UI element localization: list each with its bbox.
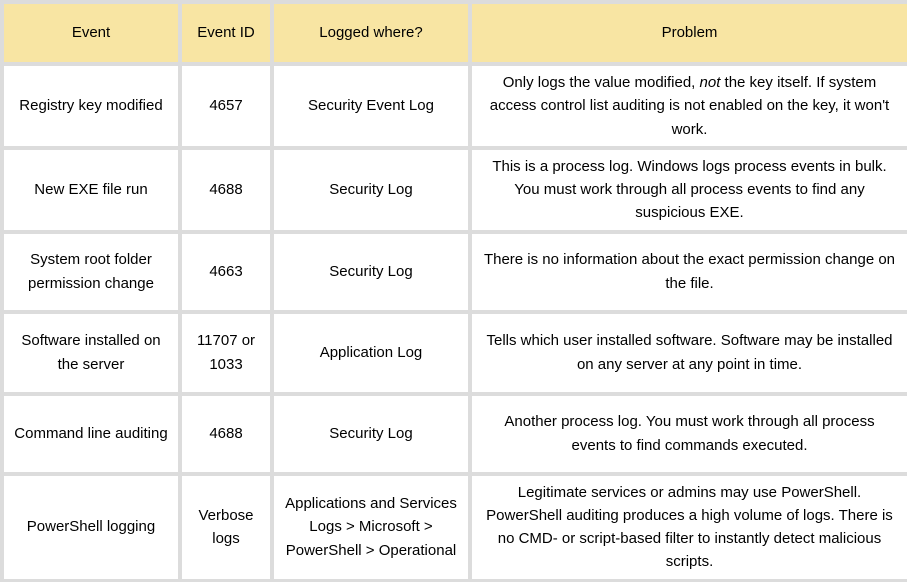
event-id-cell: 4657 xyxy=(178,62,274,150)
problem-cell: There is no information about the exact … xyxy=(468,229,907,314)
event-cell: New EXE file run xyxy=(0,145,182,234)
table-header: Event Event ID Logged where? Problem xyxy=(0,0,907,66)
logged-where-cell: Security Log xyxy=(270,229,472,314)
problem-text-italic: not xyxy=(699,74,721,91)
problem-cell: Tells which user installed software. Sof… xyxy=(468,309,907,396)
event-cell: PowerShell logging xyxy=(0,471,182,582)
problem-text: the key itself. If system access control… xyxy=(489,74,890,138)
problem-text: There is no information about the exact … xyxy=(483,251,896,292)
logged-where-cell: Applications and Services Logs > Microso… xyxy=(270,471,472,582)
problem-text: Legitimate services or admins may use Po… xyxy=(486,483,893,571)
problem-text: This is a process log. Windows logs proc… xyxy=(492,157,887,222)
column-header-logged-where: Logged where? xyxy=(270,0,472,66)
logged-where-cell: Security Event Log xyxy=(270,62,472,150)
event-id-cell: 4688 xyxy=(178,391,274,476)
logged-where-cell: Application Log xyxy=(270,309,472,396)
event-cell: Registry key modified xyxy=(0,62,182,150)
column-header-event-id: Event ID xyxy=(178,0,274,66)
event-cell: Command line auditing xyxy=(0,391,182,476)
logged-where-cell: Security Log xyxy=(270,145,472,234)
problem-text: Only logs the value modified, xyxy=(502,74,700,91)
event-cell: System root folder permission change xyxy=(0,229,182,314)
problem-text: Tells which user installed software. Sof… xyxy=(486,332,893,373)
header-row: Event Event ID Logged where? Problem xyxy=(0,0,907,66)
event-cell: Software installed on the server xyxy=(0,309,182,396)
problem-cell: Legitimate services or admins may use Po… xyxy=(468,471,907,582)
problem-text: Another process log. You must work throu… xyxy=(504,413,875,454)
column-header-problem: Problem xyxy=(468,0,907,66)
logged-where-cell: Security Log xyxy=(270,391,472,476)
problem-cell: Another process log. You must work throu… xyxy=(468,391,907,476)
problem-cell: This is a process log. Windows logs proc… xyxy=(468,145,907,234)
event-id-cell: Verbose logs xyxy=(178,471,274,582)
event-id-cell: 11707 or 1033 xyxy=(178,309,274,396)
column-header-event: Event xyxy=(0,0,182,66)
problem-cell: Only logs the value modified, not the ke… xyxy=(468,62,907,150)
event-id-cell: 4663 xyxy=(178,229,274,314)
event-id-cell: 4688 xyxy=(178,145,274,234)
